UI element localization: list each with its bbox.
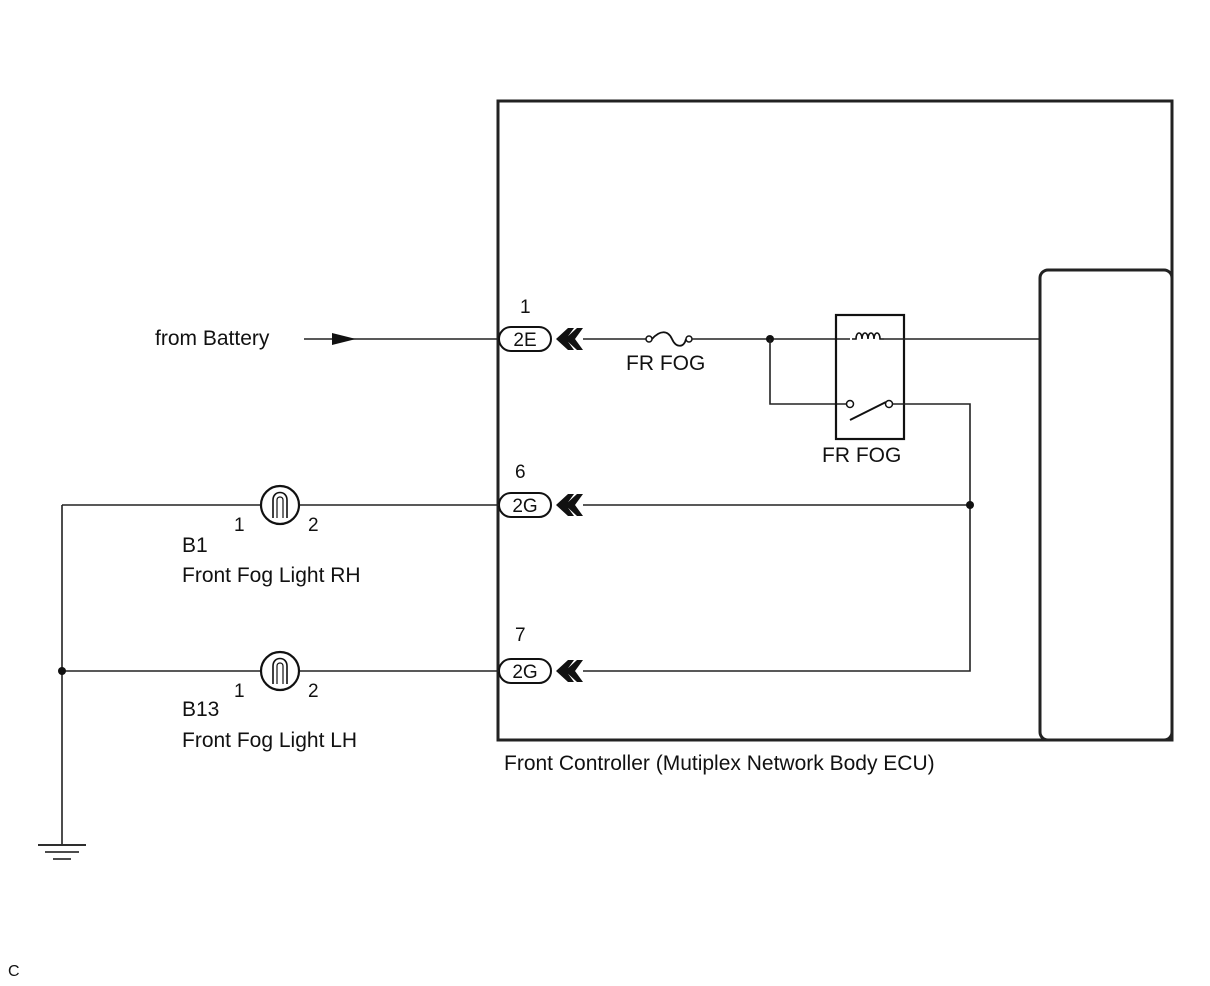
- connector-code: 2E: [513, 330, 536, 351]
- connector-code: 2G: [512, 662, 537, 683]
- connector-2g-pin6: 2G 6: [498, 462, 583, 518]
- lamp-icon: [259, 484, 301, 526]
- wire-relay-output: [583, 403, 971, 672]
- connector-pin: 6: [515, 462, 526, 483]
- lamp-name: Front Fog Light RH: [182, 564, 361, 587]
- source-label: from Battery: [155, 327, 270, 350]
- connector-2g-pin7: 2G 7: [498, 625, 583, 684]
- fuse-icon: [651, 331, 687, 347]
- wire-to-relay-switch: [769, 339, 846, 405]
- lamp-pin-right: 2: [308, 681, 319, 702]
- lamp-name: Front Fog Light LH: [182, 729, 357, 752]
- lamp-id: B1: [182, 534, 208, 557]
- lamp-pin-left: 1: [234, 515, 245, 536]
- relay-box: [834, 313, 906, 441]
- relay-label: FR FOG: [822, 444, 901, 467]
- lamp-filament-icon: [272, 657, 288, 684]
- lamp-icon: [259, 650, 301, 692]
- switch-terminal: [884, 399, 894, 409]
- corner-code: C: [8, 963, 20, 980]
- lamp-pin-right: 2: [308, 515, 319, 536]
- ecu-label: Front Controller (Mutiplex Network Body …: [504, 752, 935, 775]
- arrow-right-icon: [332, 333, 356, 345]
- lamp-filament-icon: [272, 491, 288, 518]
- switch-terminal: [845, 399, 855, 409]
- relay-fr-fog: FR FOG: [822, 313, 906, 467]
- switch-blade-icon: [849, 401, 887, 421]
- fuse-terminal: [685, 335, 693, 343]
- lamp-pin-left: 1: [234, 681, 245, 702]
- connector-2e: 2E 1: [498, 297, 583, 352]
- fog-light-rh: 1 2 B1 Front Fog Light RH: [182, 484, 361, 587]
- fuse-terminal: [645, 335, 653, 343]
- relay-coil-icon: [852, 332, 884, 340]
- connector-chevron-icon: [556, 660, 583, 682]
- lamp-filament-icon: [276, 496, 284, 518]
- connector-code: 2G: [512, 496, 537, 517]
- lamp-filament-icon: [276, 662, 284, 684]
- junction-dot: [966, 501, 974, 509]
- fog-light-lh: 1 2 B13 Front Fog Light LH: [182, 650, 357, 752]
- ecu-internal-block: [1038, 268, 1174, 742]
- lamp-id: B13: [182, 698, 219, 721]
- fuse-label: FR FOG: [626, 352, 705, 375]
- connector-pin: 1: [520, 297, 531, 318]
- connector-pin: 7: [515, 625, 526, 646]
- junction-dot: [58, 667, 66, 675]
- ground-icon: [38, 844, 86, 860]
- connector-body: [498, 326, 552, 352]
- connector-chevron-icon: [556, 328, 583, 350]
- connector-chevron-icon: [556, 494, 583, 516]
